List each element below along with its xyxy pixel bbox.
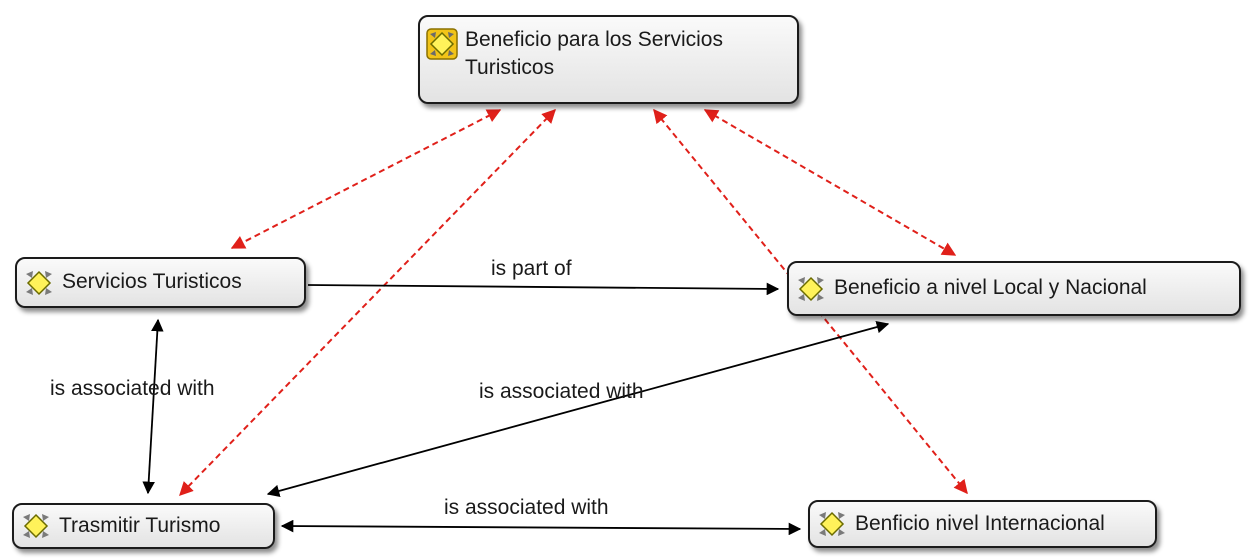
concept-label: Beneficio para los Servicios Turisticos <box>465 28 723 80</box>
link-label-assoc-diag: is associated with <box>479 380 644 403</box>
concept-main[interactable]: Beneficio para los Servicios Turisticos <box>418 15 799 104</box>
link-local-trasmitir <box>266 320 890 498</box>
link-trasmitir-internacional <box>280 519 802 536</box>
concept-label: Servicios Turisticos <box>62 270 242 294</box>
concept-icon <box>798 276 824 301</box>
link-label-assoc-left: is associated with <box>50 377 215 400</box>
concept-icon <box>23 513 49 539</box>
link-servicios-local <box>307 282 780 296</box>
concept-icon <box>426 28 458 60</box>
concept-beneficio-local-nacional[interactable]: Beneficio a nivel Local y Nacional <box>787 261 1241 316</box>
concept-beneficio-internacional[interactable]: Benficio nivel Internacional <box>808 500 1157 548</box>
concept-icon <box>26 270 52 295</box>
concept-label: Beneficio a nivel Local y Nacional <box>834 276 1147 300</box>
concept-servicios-turisticos[interactable]: Servicios Turisticos <box>15 257 306 308</box>
link-label-part-of: is part of <box>491 257 572 280</box>
crosslink-main-servicios <box>230 109 502 249</box>
concept-label: Trasmitir Turismo <box>59 513 221 537</box>
concept-icon <box>819 511 845 537</box>
concept-trasmitir-turismo[interactable]: Trasmitir Turismo <box>12 503 275 549</box>
crosslink-main-internacional <box>653 108 968 495</box>
link-servicios-trasmitir <box>142 318 164 495</box>
crosslink-main-local <box>703 109 957 256</box>
concept-label: Benficio nivel Internacional <box>855 511 1105 535</box>
link-label-assoc-bottom: is associated with <box>444 496 609 519</box>
